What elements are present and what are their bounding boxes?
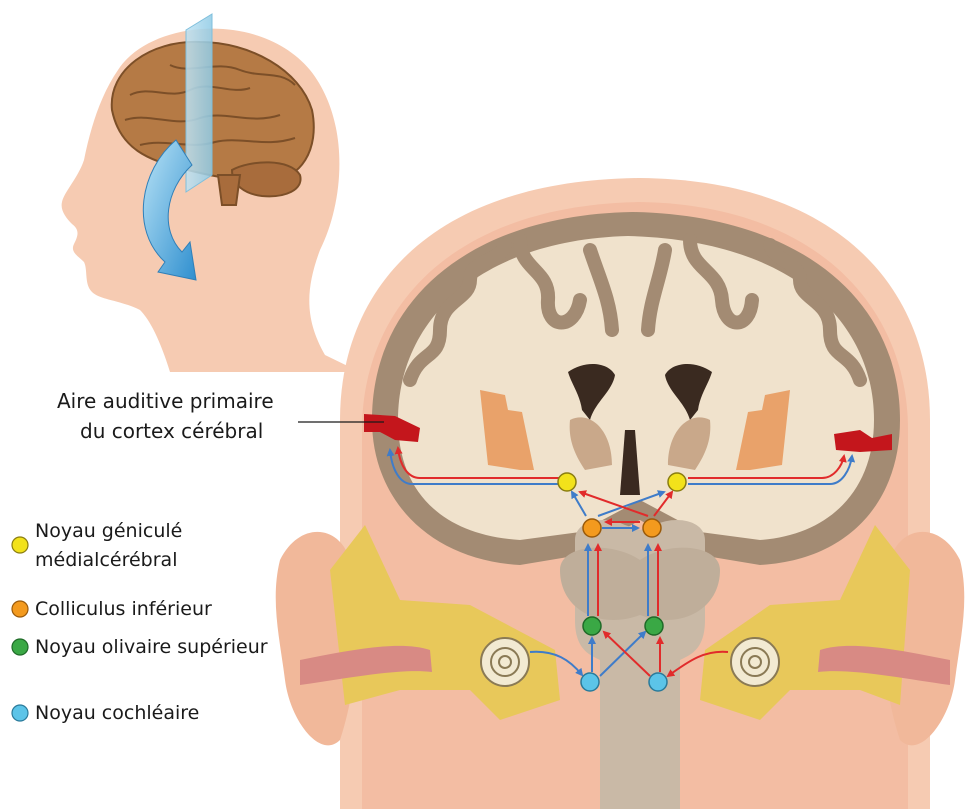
coronal-section-plane	[185, 13, 213, 193]
pons	[560, 547, 720, 620]
primary-auditory-cortex-right	[834, 430, 892, 452]
legend-item-cochlear-nucleus: Noyau cochléaire	[11, 702, 199, 724]
legend-label: Colliculus inférieur	[35, 598, 212, 620]
callout-line-1: Aire auditive primaire	[57, 389, 274, 413]
head-profile-inset	[61, 13, 360, 372]
legend-label-line-1: Noyau géniculé	[35, 520, 182, 542]
superior-olivary-nucleus-left	[582, 616, 602, 636]
basal-ganglia-left	[480, 390, 534, 470]
coronal-head-section	[275, 178, 965, 809]
legend-item-inferior-colliculus: Colliculus inférieur	[11, 598, 212, 620]
cochlear-nucleus-left	[580, 672, 600, 692]
ear-canal-right	[818, 645, 950, 685]
legend-swatch	[11, 704, 29, 722]
callout-line-2: du cortex cérébral	[80, 419, 263, 443]
cortex-gyri	[403, 233, 867, 387]
medial-geniculate-nucleus-right	[667, 472, 687, 492]
head-profile-cerebellum	[230, 161, 302, 198]
ear-canal-left	[300, 645, 432, 685]
legend-label: Noyau olivaire supérieur	[35, 636, 268, 658]
medial-geniculate-nucleus-left	[557, 472, 577, 492]
thalamus	[569, 417, 711, 470]
legend-item-medial-geniculate: Noyau géniculé médialcérébral	[11, 520, 182, 571]
superior-olivary-nucleus-right	[644, 616, 664, 636]
legend-swatch	[11, 600, 29, 618]
legend-swatch	[11, 536, 29, 554]
legend: Noyau géniculé médialcérébral Colliculus…	[11, 520, 268, 724]
third-ventricle	[620, 430, 640, 495]
cochlea-right	[730, 637, 780, 687]
legend-swatch	[11, 638, 29, 656]
legend-label-line-2: médialcérébral	[35, 549, 177, 571]
legend-label: Noyau cochléaire	[35, 702, 199, 724]
lateral-ventricles	[568, 364, 712, 420]
legend-item-superior-olivary: Noyau olivaire supérieur	[11, 636, 268, 658]
head-profile-brainstem	[216, 174, 242, 206]
inferior-colliculus-left	[582, 518, 602, 538]
section-direction-arrow	[142, 139, 197, 281]
auditory-cortex-callout: Aire auditive primaire du cortex cérébra…	[57, 389, 384, 443]
primary-auditory-cortex-left	[364, 414, 420, 442]
cochlea-left	[480, 637, 530, 687]
cochlear-nucleus-right	[648, 672, 668, 692]
inferior-colliculus-right	[642, 518, 662, 538]
auditory-pathways	[386, 446, 856, 678]
basal-ganglia-right	[736, 390, 790, 470]
